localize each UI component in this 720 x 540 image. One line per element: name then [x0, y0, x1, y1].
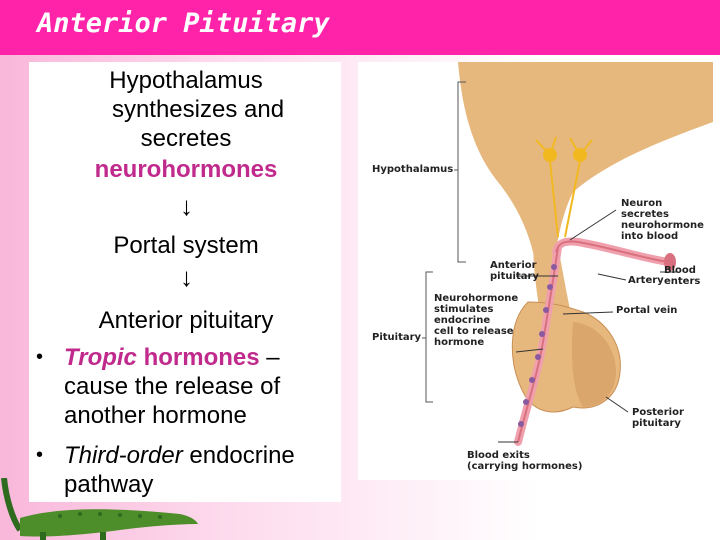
label-blood-exits: (carrying hormones)	[467, 461, 583, 472]
slide-title: Anterior Pituitary	[37, 8, 330, 39]
label-neurohormone: stimulates	[434, 304, 494, 315]
hormones-word: hormones	[143, 344, 260, 371]
label-neurohormone: Neurohormone	[434, 293, 519, 304]
label-hypothalamus: Hypothalamus	[372, 164, 454, 175]
title-bar: Anterior Pituitary	[0, 0, 720, 55]
bullet-icon: •	[36, 444, 44, 466]
portal-system-text: Portal system	[113, 232, 259, 259]
tropic-word: Tropic	[64, 344, 137, 371]
bracket-lines	[422, 81, 466, 403]
bullet-2: Third-order endocrine	[64, 441, 295, 470]
text-line: secretes	[140, 125, 232, 152]
pointer-lines	[498, 209, 678, 443]
label-neurohormone: hormone	[434, 337, 485, 348]
pituitary-illustration	[422, 62, 713, 446]
neurohormones-text: neurohormones	[94, 156, 278, 183]
artery-end	[664, 253, 676, 271]
label-anterior-pituitary: pituitary	[490, 271, 539, 282]
down-arrow-icon: ↓	[180, 262, 193, 292]
posterior-lobe	[571, 322, 616, 407]
endocrine-cells	[518, 264, 557, 427]
text-line: Hypothalamus	[109, 67, 263, 94]
label-neuron: into blood	[621, 231, 679, 242]
label-posterior-pituitary: Posterior	[632, 407, 684, 418]
dash: –	[259, 344, 280, 371]
label-posterior-pituitary: pituitary	[632, 418, 681, 429]
label-neurohormone: endocrine	[434, 315, 491, 326]
anterior-pituitary-text: Anterior pituitary	[98, 307, 274, 334]
label-pituitary: Pituitary	[372, 332, 422, 343]
label-anterior-pituitary: Anterior	[490, 260, 537, 271]
bullet-1-line2: cause the release of	[64, 373, 281, 400]
label-neuron: secretes	[621, 209, 669, 220]
bullet-2-line2: pathway	[64, 471, 154, 498]
label-artery: Artery	[628, 275, 664, 286]
label-neuron: neurohormone	[621, 220, 704, 231]
endocrine-word: endocrine	[182, 442, 295, 469]
label-blood-exits: Blood exits	[467, 450, 530, 461]
neuron-cells	[535, 136, 593, 238]
crocodile-decoration	[1, 478, 198, 540]
label-blood-enters: enters	[664, 276, 701, 287]
down-arrow-icon: ↓	[180, 191, 193, 221]
label-neurohormone: cell to release	[434, 326, 514, 337]
label-neuron: Neuron	[621, 198, 663, 209]
third-order-word: Third-order	[64, 442, 183, 469]
pituitary-diagram: Hypothalamus Neuron secretes neurohormon…	[358, 62, 713, 480]
bullet-1: Tropic hormones –	[64, 343, 280, 372]
blood-vessels-inner	[517, 240, 669, 443]
bullet-icon: •	[36, 346, 44, 368]
text-line: synthesizes and	[111, 96, 285, 123]
text-panel	[29, 62, 341, 502]
label-blood-enters: Blood	[664, 265, 696, 276]
bullet-1-line3: another hormone	[64, 402, 247, 429]
label-portal-vein: Portal vein	[616, 305, 678, 316]
